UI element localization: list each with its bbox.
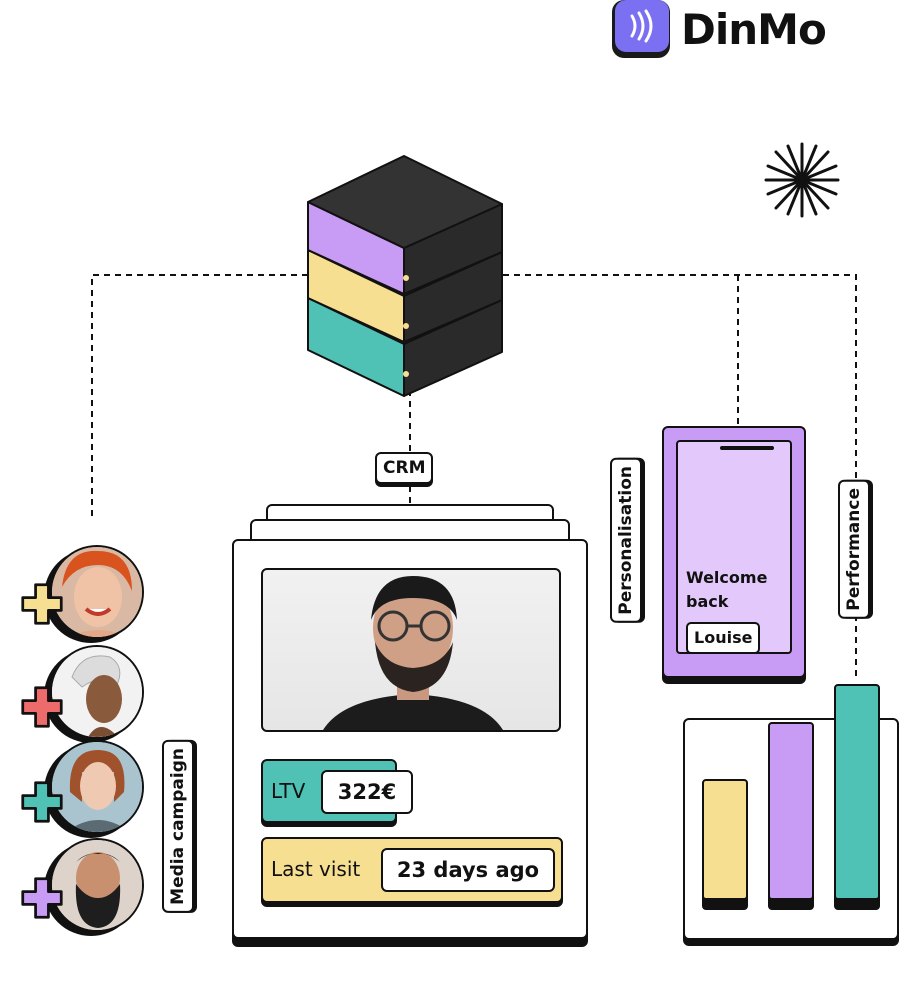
audience-avatar-2 — [50, 645, 144, 739]
performance-label: Performance — [838, 480, 870, 619]
greeting-line2: back — [686, 592, 729, 611]
ltv-pill: LTV 322€ — [261, 759, 413, 823]
plus-icon — [21, 781, 63, 823]
sound-waves-icon — [630, 9, 653, 43]
crm-profile-card: LTV 322€ Last visit 23 days ago — [232, 539, 588, 939]
last-visit-pill: Last visit 23 days ago — [261, 837, 563, 903]
plus-icon — [21, 583, 63, 625]
person-portrait-icon — [323, 576, 503, 730]
audience-avatar-1 — [50, 545, 144, 639]
ltv-value: 322€ — [321, 770, 413, 814]
customer-photo — [261, 568, 561, 732]
performance-bar-2 — [768, 722, 814, 900]
audience-avatar-4 — [50, 838, 144, 932]
phone-screen: Welcome back Louise — [676, 440, 792, 654]
user-name-chip: Louise — [686, 622, 761, 654]
last-visit-value: 23 days ago — [381, 848, 555, 892]
phone-mockup: Welcome back Louise — [662, 426, 806, 678]
database-server-icon — [307, 155, 503, 397]
greeting-line1: Welcome — [686, 568, 768, 587]
phone-notch — [720, 446, 774, 450]
performance-bar-1 — [702, 779, 748, 900]
plus-icon — [21, 877, 63, 919]
last-visit-label: Last visit — [271, 857, 361, 881]
plus-icon — [21, 686, 63, 728]
media-campaign-label: Media campaign — [162, 740, 194, 913]
ltv-label: LTV — [271, 779, 306, 803]
crm-label: CRM — [375, 452, 434, 484]
brand-name: DinMo — [681, 5, 827, 54]
audience-avatar-3 — [50, 740, 144, 834]
performance-bar-3 — [834, 684, 880, 900]
sparkle-icon — [764, 142, 840, 218]
brand-logo — [612, 0, 670, 58]
personalisation-label: Personalisation — [610, 458, 642, 623]
